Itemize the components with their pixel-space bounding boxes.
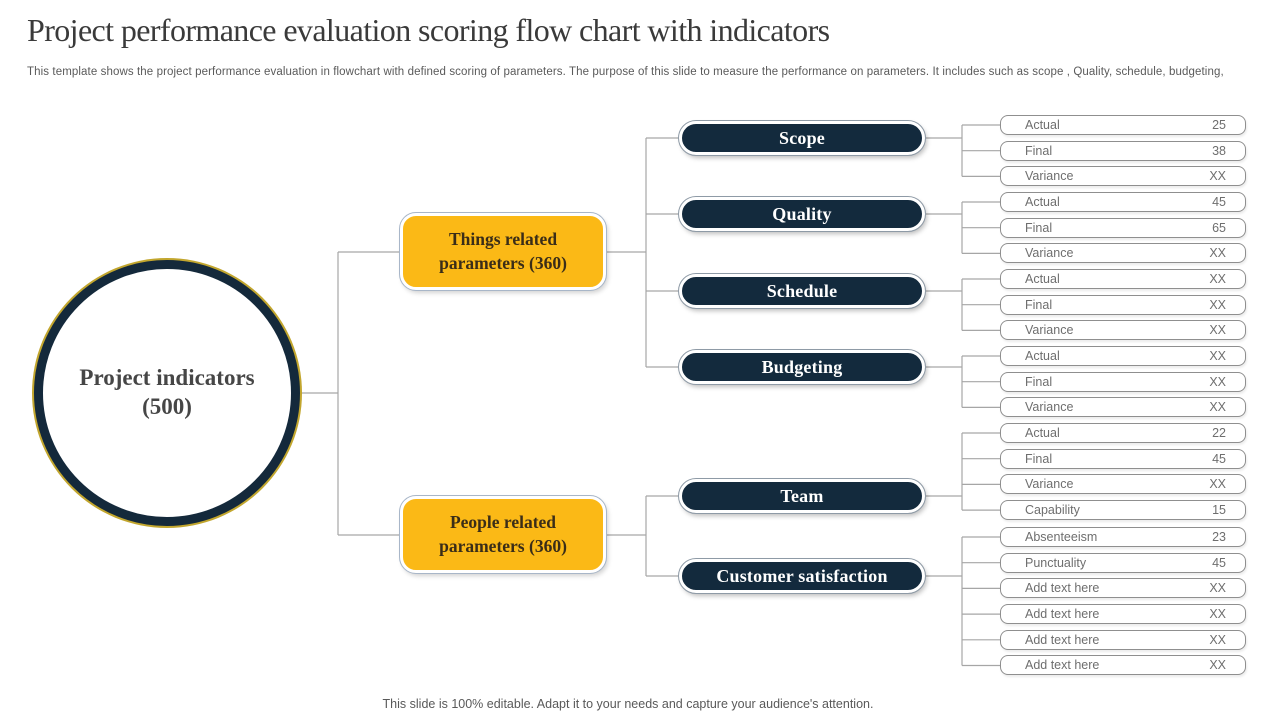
metric-row: Add text here XX [1000, 629, 1246, 650]
metric-label: Final [1025, 297, 1053, 312]
metric-row: Add text here XX [1000, 604, 1246, 625]
metric-label: Variance [1025, 477, 1074, 492]
metric-group-quality: Actual 45 Final 65 Variance XX [1000, 192, 1246, 264]
metric-label: Variance [1025, 323, 1074, 338]
category-pill-label: Team [780, 485, 824, 506]
metric-value: 45 [1212, 555, 1226, 570]
metric-label: Actual [1025, 349, 1060, 363]
branch-node-label: People related parameters (360) [439, 511, 567, 556]
category-pill-label: Schedule [766, 280, 838, 301]
metric-label: Add text here [1025, 607, 1100, 622]
metric-label: Add text here [1025, 632, 1100, 647]
metric-label: Actual [1025, 426, 1060, 440]
metric-value: 65 [1212, 220, 1226, 235]
metric-row: Final XX [1000, 371, 1246, 392]
metric-label: Add text here [1025, 658, 1100, 673]
metric-value: 25 [1212, 118, 1226, 132]
category-pill-label: Scope [779, 127, 825, 148]
metric-row: Absenteeism 23 [1000, 527, 1246, 547]
metric-row: Actual XX [1000, 346, 1246, 366]
metric-group-scope: Actual 25 Final 38 Variance XX [1000, 115, 1246, 187]
category-pill-label: Budgeting [761, 356, 843, 377]
metric-label: Actual [1025, 195, 1060, 209]
metric-value: XX [1209, 349, 1226, 363]
metric-value: XX [1209, 658, 1226, 673]
metric-value: 45 [1212, 195, 1226, 209]
metric-row: Actual XX [1000, 269, 1246, 289]
branch-node-people-parameters: People related parameters (360) [399, 495, 607, 574]
metric-value: XX [1209, 297, 1226, 312]
category-pill-team: Team [678, 478, 926, 514]
metric-value: XX [1209, 323, 1226, 338]
category-pill-label: Quality [772, 203, 832, 224]
metric-group-team: Actual 22 Final 45 Variance XX Capability 15 [1000, 423, 1246, 521]
branch-node-label: Things related parameters (360) [439, 228, 567, 273]
metric-row: Final XX [1000, 294, 1246, 315]
metric-row: Capability 15 [1000, 500, 1246, 521]
metric-label: Variance [1025, 169, 1074, 184]
metric-row: Final 38 [1000, 140, 1246, 161]
metric-value: 23 [1212, 530, 1226, 544]
category-pill-customer-satisfaction: Customer satisfaction [678, 558, 926, 594]
metric-label: Punctuality [1025, 555, 1087, 570]
category-pill-label: Customer satisfaction [716, 565, 888, 586]
metric-row: Actual 45 [1000, 192, 1246, 212]
metric-value: 22 [1212, 426, 1226, 440]
category-pill-budgeting: Budgeting [678, 349, 926, 385]
metric-value: 45 [1212, 451, 1226, 466]
metric-row: Variance XX [1000, 397, 1246, 418]
metric-label: Capability [1025, 503, 1080, 518]
metric-row: Variance XX [1000, 474, 1246, 495]
metric-value: XX [1209, 632, 1226, 647]
metric-label: Actual [1025, 272, 1060, 286]
category-pill-quality: Quality [678, 196, 926, 232]
metric-row: Variance XX [1000, 320, 1246, 341]
metric-label: Final [1025, 220, 1053, 235]
metric-label: Actual [1025, 118, 1060, 132]
metric-row: Add text here XX [1000, 655, 1246, 676]
footer-note: This slide is 100% editable. Adapt it to… [382, 697, 874, 711]
metric-label: Variance [1025, 400, 1074, 415]
metric-value: XX [1209, 400, 1226, 415]
metric-row: Punctuality 45 [1000, 552, 1246, 573]
category-pill-schedule: Schedule [678, 273, 926, 309]
category-pill-scope: Scope [678, 120, 926, 156]
metric-value: 15 [1212, 503, 1226, 518]
metric-row: Final 65 [1000, 217, 1246, 238]
metric-row: Final 45 [1000, 448, 1246, 469]
metric-label: Absenteeism [1025, 530, 1098, 544]
metric-label: Final [1025, 374, 1053, 389]
page-title: Project performance evaluation scoring f… [27, 12, 830, 48]
metric-row: Add text here XX [1000, 578, 1246, 599]
root-node-label: Project indicators (500) [79, 365, 255, 419]
metric-value: XX [1209, 169, 1226, 184]
metric-value: XX [1209, 246, 1226, 261]
metric-value: XX [1209, 607, 1226, 622]
metric-row: Variance XX [1000, 243, 1246, 264]
metric-label: Final [1025, 451, 1053, 466]
metric-label: Variance [1025, 246, 1074, 261]
metric-value: XX [1209, 581, 1226, 596]
metric-value: XX [1209, 477, 1226, 492]
root-node-project-indicators: Project indicators (500) [34, 260, 300, 526]
branch-node-things-parameters: Things related parameters (360) [399, 212, 607, 291]
metric-row: Actual 22 [1000, 423, 1246, 443]
metric-value: XX [1209, 272, 1226, 286]
metric-value: XX [1209, 374, 1226, 389]
metric-label: Final [1025, 143, 1053, 158]
metric-row: Variance XX [1000, 166, 1246, 187]
metric-label: Add text here [1025, 581, 1100, 596]
metric-group-customer-satisfaction: Absenteeism 23 Punctuality 45 Add text her… [1000, 527, 1246, 676]
metric-row: Actual 25 [1000, 115, 1246, 135]
slide-description: This template shows the project performa… [27, 66, 1224, 78]
metric-value: 38 [1212, 143, 1226, 158]
